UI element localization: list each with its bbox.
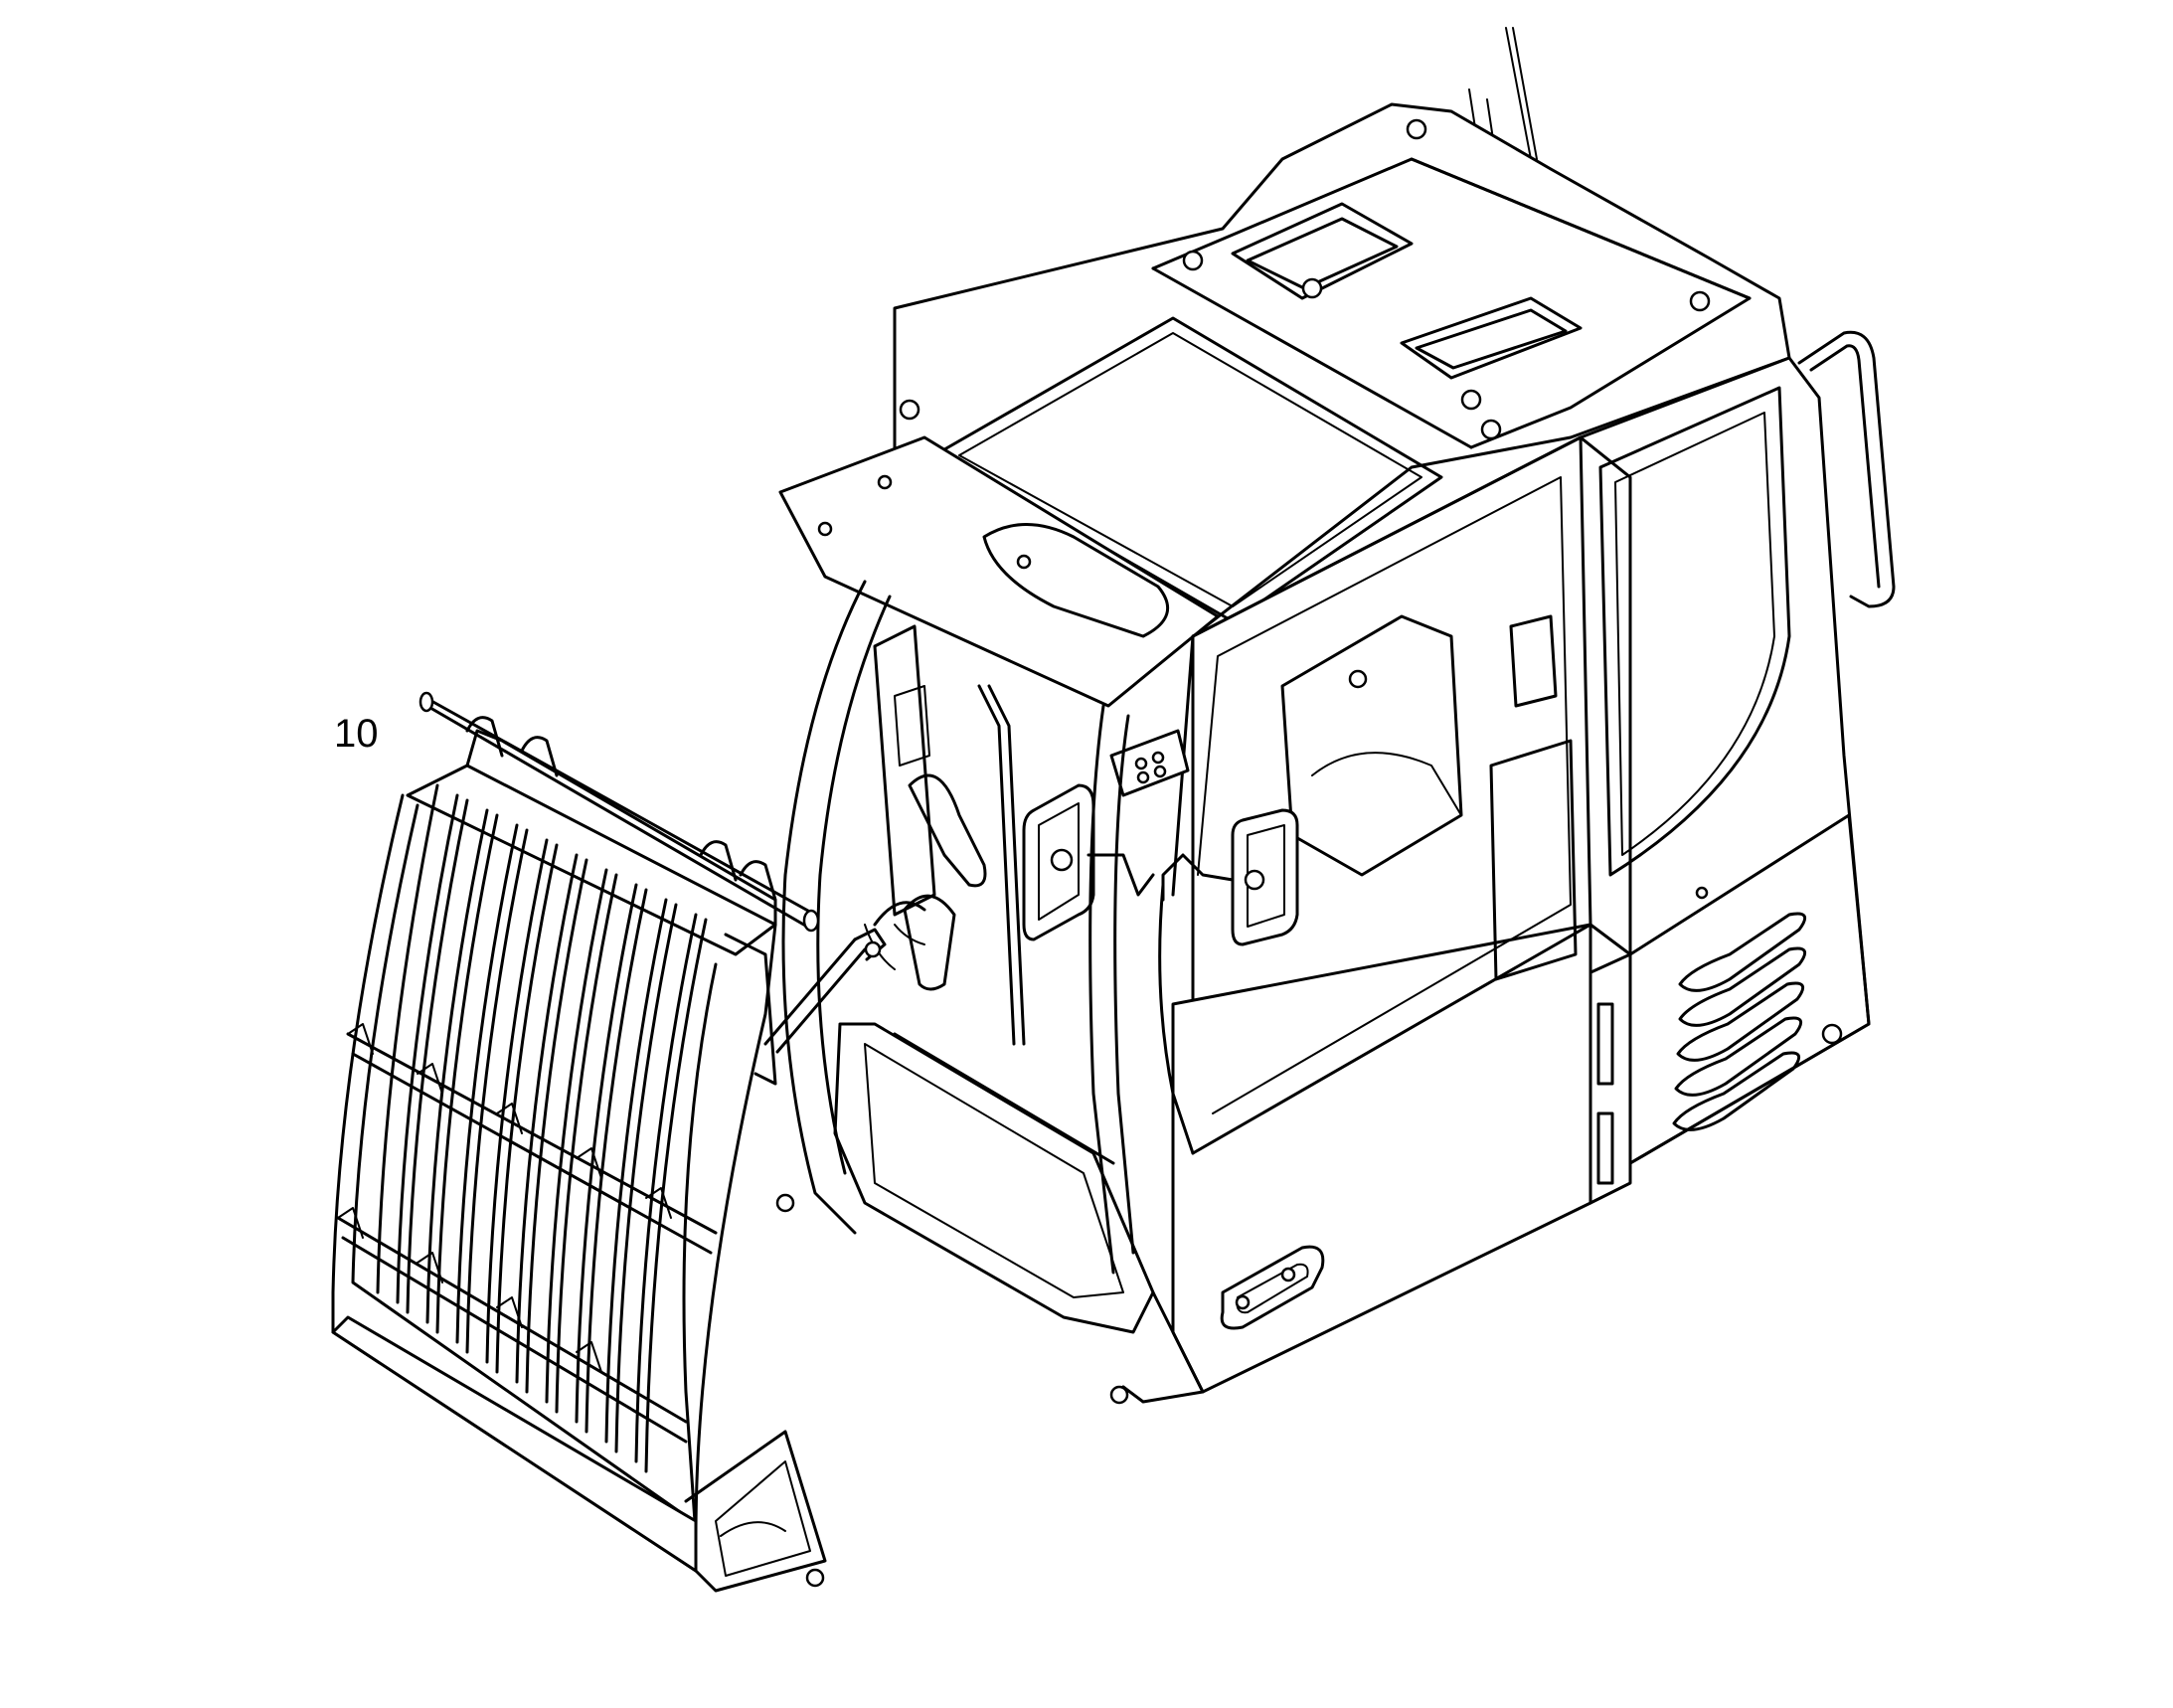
operator-cab [775,27,1896,1405]
callout-label-10: 10 [334,712,379,756]
front-guard-grille [331,691,926,1593]
